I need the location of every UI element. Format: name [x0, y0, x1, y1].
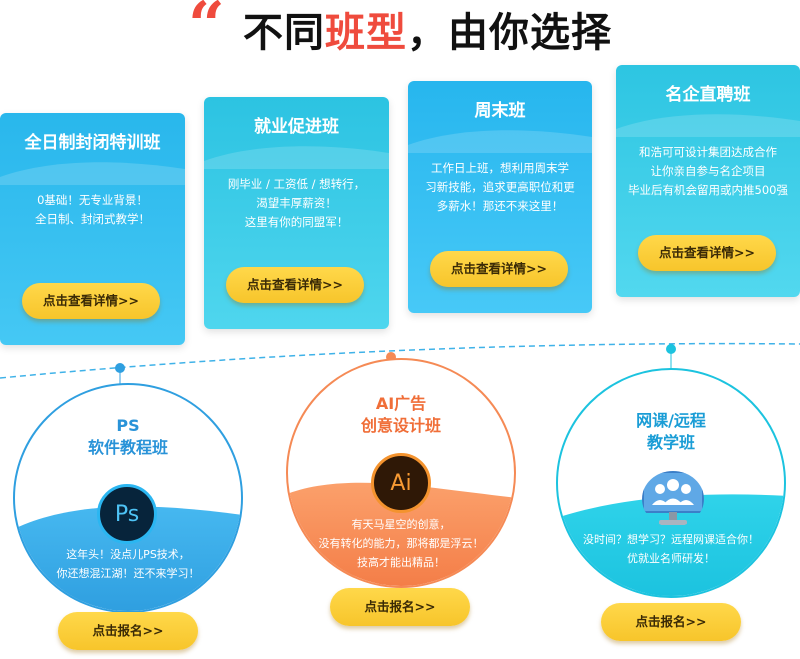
card-desc-line: 让你亲自参与名企项目: [650, 164, 766, 178]
connector-dot-cyan: [666, 344, 676, 354]
card-desc-line: 习新技能，追求更高职位和更: [425, 180, 575, 194]
photoshop-icon: Ps: [97, 484, 157, 544]
card-title: 名企直聘班: [665, 85, 751, 105]
circle-title-line: PS: [116, 416, 140, 435]
card-desc-line: 毕业后有机会留用或内推500强: [628, 183, 788, 197]
card-desc-line: 多薪水！那还不来这里！: [436, 199, 564, 213]
section-header: “ 不同班型，由你选择: [0, 0, 800, 63]
title-part1: 不同: [243, 10, 325, 56]
card-desc-line: 工作日上班，想利用周末学: [431, 161, 569, 175]
view-details-button[interactable]: 点击查看详情>>: [430, 251, 568, 287]
circle-title: 网课/远程 教学班: [558, 410, 784, 454]
wave-fill: [288, 482, 514, 586]
wave-decoration: [204, 146, 389, 169]
card-desc-line: 刚毕业 / 工资低 / 想转行，: [227, 177, 366, 191]
card-description: 刚毕业 / 工资低 / 想转行， 渴望丰厚薪资！ 这里有你的同盟军！: [210, 175, 383, 232]
title-highlight: 班型: [325, 10, 407, 56]
card-title: 全日制封闭特训班: [24, 133, 161, 153]
quote-mark-icon: “: [188, 0, 225, 63]
wave-decoration: [0, 162, 185, 185]
card-description: 和浩可可设计集团达成合作 让你亲自参与名企项目 毕业后有机会留用或内推500强: [622, 143, 794, 200]
wave-fill: [558, 494, 784, 596]
circle-title: AI广告 创意设计班: [288, 393, 514, 437]
illustrator-icon: Ai: [371, 453, 431, 513]
view-details-button[interactable]: 点击查看详情>>: [22, 283, 160, 319]
wave-fill: [15, 506, 241, 611]
circle-remote-class: 网课/远程 教学班 没时间？想学习？远程网课适合你！ 优就业名师研发！: [556, 368, 786, 598]
view-details-button[interactable]: 点击查看详情>>: [226, 267, 364, 303]
card-employment-class: 就业促进班 刚毕业 / 工资低 / 想转行， 渴望丰厚薪资！ 这里有你的同盟军！…: [204, 97, 389, 329]
circle-desc-line: 有天马星空的创意，: [351, 518, 451, 531]
circle-ai-class: AI广告 创意设计班 Ai 有天马星空的创意， 没有转化的能力，那将都是浮云！ …: [286, 358, 516, 588]
wave-decoration: [408, 130, 592, 153]
card-desc-line: 和浩可可设计集团达成合作: [639, 145, 777, 159]
card-desc-line: 全日制、封闭式教学！: [35, 212, 150, 226]
online-class-monitor-icon: [642, 471, 704, 525]
card-enterprise-class: 名企直聘班 和浩可可设计集团达成合作 让你亲自参与名企项目 毕业后有机会留用或内…: [616, 65, 800, 297]
circle-title-line: 教学班: [646, 433, 695, 452]
connector-dot-blue: [115, 363, 125, 373]
circle-desc-line: 优就业名师研发！: [627, 552, 715, 565]
circle-desc-line: 技高才能出精品！: [357, 556, 445, 569]
card-description: 工作日上班，想利用周末学 习新技能，追求更高职位和更 多薪水！那还不来这里！: [414, 159, 586, 216]
circle-title-line: 网课/远程: [636, 411, 706, 430]
circle-desc-line: 没有转化的能力，那将都是浮云！: [318, 537, 484, 550]
card-title: 就业促进班: [254, 117, 339, 137]
circle-ps-class: PS 软件教程班 Ps 这年头！没点儿PS技术， 你还想混江湖！还不来学习！: [13, 383, 243, 613]
sign-up-button[interactable]: 点击报名>>: [58, 612, 198, 650]
wave-decoration: [616, 114, 800, 137]
circle-desc-line: 这年头！没点儿PS技术，: [66, 548, 190, 561]
circle-desc-line: 没时间？想学习？远程网课适合你！: [583, 533, 759, 546]
circle-title: PS 软件教程班: [15, 415, 241, 459]
circle-title-line: AI广告: [375, 394, 427, 413]
circle-title-line: 创意设计班: [360, 416, 441, 435]
circle-description: 有天马星空的创意， 没有转化的能力，那将都是浮云！ 技高才能出精品！: [288, 515, 514, 572]
sign-up-button[interactable]: 点击报名>>: [601, 603, 741, 641]
circle-description: 这年头！没点儿PS技术， 你还想混江湖！还不来学习！: [15, 545, 241, 583]
title-part2: ，由你选择: [407, 10, 612, 56]
circle-title-line: 软件教程班: [87, 438, 168, 457]
card-desc-line: 0基础！无专业背景！: [37, 193, 148, 207]
page-title: 不同班型，由你选择: [243, 10, 612, 56]
view-details-button[interactable]: 点击查看详情>>: [638, 235, 776, 271]
circle-desc-line: 你还想混江湖！还不来学习！: [56, 567, 200, 580]
circle-description: 没时间？想学习？远程网课适合你！ 优就业名师研发！: [558, 530, 784, 568]
card-title: 周末班: [474, 101, 526, 121]
sign-up-button[interactable]: 点击报名>>: [330, 588, 470, 626]
card-desc-line: 这里有你的同盟军！: [244, 215, 349, 229]
card-desc-line: 渴望丰厚薪资！: [256, 196, 337, 210]
card-weekend-class: 周末班 工作日上班，想利用周末学 习新技能，追求更高职位和更 多薪水！那还不来这…: [408, 81, 592, 313]
card-fulltime-class: 全日制封闭特训班 0基础！无专业背景！ 全日制、封闭式教学！ 点击查看详情>>: [0, 113, 185, 345]
card-description: 0基础！无专业背景！ 全日制、封闭式教学！: [6, 191, 179, 229]
